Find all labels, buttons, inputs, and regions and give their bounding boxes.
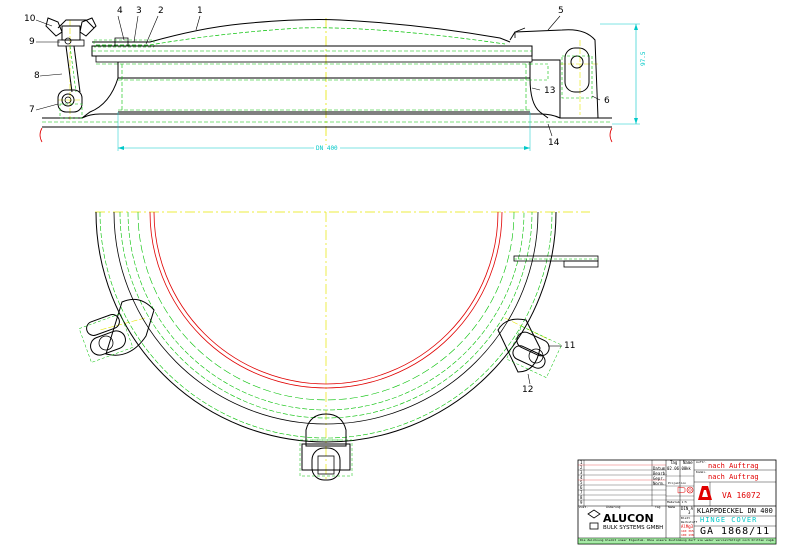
callout-1: 1 (197, 6, 203, 16)
title-block-frame (577, 459, 777, 545)
callout-8: 8 (34, 71, 40, 81)
callout-13: 13 (544, 86, 556, 96)
side-view (35, 15, 640, 151)
hdr-name: Name (683, 460, 693, 465)
row-gepr: Gepr. (653, 476, 666, 481)
material-line-3: 100 138 (681, 533, 694, 537)
footer-note: Die Zeichnung bleibt unser Eigentum. Ohn… (580, 539, 774, 542)
rev-row-9: 9 (580, 500, 583, 505)
material-line-1: AlMg3 (681, 524, 694, 529)
rev-col-aenderung: Änderung (606, 505, 621, 509)
kommission-label: Kommi. (696, 470, 707, 474)
material-label: Werkstoff (681, 520, 698, 524)
callout-10: 10 (24, 14, 36, 24)
callout-14: 14 (548, 138, 560, 148)
callout-12: 12 (522, 385, 534, 395)
rev-row-7: 7 (580, 490, 583, 495)
row-bearb: Bearb. (653, 471, 668, 476)
rev-row-8: 8 (580, 495, 583, 500)
scale-label: Maßstab 1:5 (667, 500, 687, 504)
rev-row-1: 1 (580, 460, 583, 465)
rev-col-tag: Tag (655, 505, 661, 509)
callout-11: 11 (564, 341, 576, 351)
projection-label: Projektion (668, 481, 687, 485)
callout-6: 6 (604, 96, 610, 106)
callout-2: 2 (158, 6, 164, 16)
top-view (78, 211, 599, 481)
row-norm: Norm. (653, 481, 666, 486)
rev-row-6: 6 (580, 485, 583, 490)
drawing-number: VA 16072 (722, 491, 761, 500)
auftrag-value: nach Auftrag (708, 462, 759, 470)
hdr-tag: Tag (670, 460, 678, 465)
company-name: ALUCON (603, 512, 654, 525)
sheet-label: Blatt (681, 516, 691, 520)
drawing-title: KLAPPDECKEL DN 400 (697, 507, 773, 515)
rev-row-4: 4 (580, 475, 583, 480)
callout-4: 4 (117, 6, 123, 16)
callout-7: 7 (29, 105, 35, 115)
document-number: GA 1868/11 (700, 526, 771, 537)
callout-9: 9 (29, 37, 35, 47)
auftrag-label: Auftr. (696, 460, 707, 464)
material-line-2: 140 365 (681, 529, 694, 533)
callout-3: 3 (136, 6, 142, 16)
format-value: 3 (688, 510, 691, 515)
format-label: DIN A (681, 506, 694, 511)
callout-5: 5 (558, 6, 564, 16)
rev-row-2: 2 (580, 465, 583, 470)
rev-col-name: Name (668, 505, 676, 509)
row-datum-name: kk (686, 466, 691, 471)
kommission-value: nach Auftrag (708, 473, 759, 481)
dimension-height: 97.5 (640, 51, 647, 66)
rev-col-zust: Zust. (579, 505, 589, 509)
row-datum: Datum (653, 466, 666, 471)
company-subtitle: BULK SYSTEMS GMBH (603, 525, 664, 531)
dimension-diameter: DN 400 (314, 145, 340, 152)
row-datum-tag: 02.06.08 (667, 466, 687, 471)
drawing-subtitle: HINGE COVER (700, 516, 758, 524)
rev-row-5: 5 (580, 480, 583, 485)
rev-row-3: 3 (580, 470, 583, 475)
